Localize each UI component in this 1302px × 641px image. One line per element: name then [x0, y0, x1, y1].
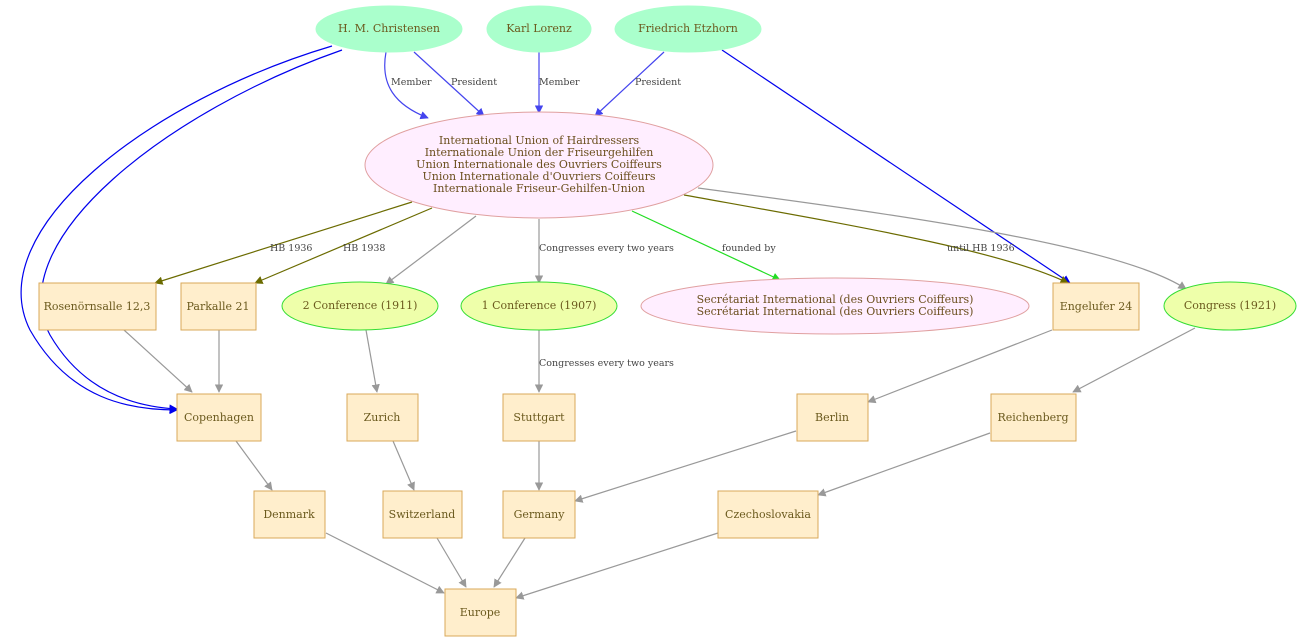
edge-label-hb1938: HB 1938	[343, 243, 385, 254]
place-node-czechoslovakia[interactable]: Czechoslovakia	[717, 490, 819, 539]
edge-christensen-org-president	[413, 51, 485, 117]
edge-copenhagen-denmark	[235, 440, 273, 491]
edge-czechoslovakia-europe	[515, 532, 719, 600]
org-name-5: Internationale Friseur-Gehilfen-Union	[433, 182, 645, 195]
edge-label-until-hb1936: until HB 1936	[947, 243, 1015, 254]
edge-org-rosenornsalle	[154, 201, 413, 285]
place-node-copenhagen[interactable]: Copenhagen	[176, 393, 262, 442]
edge-org-secretariat	[631, 210, 781, 281]
place-node-switzerland[interactable]: Switzerland	[382, 490, 463, 539]
event-label-conf2: 2 Conference (1911)	[303, 299, 418, 312]
edge-org-engelufer	[683, 194, 1069, 284]
person-label-christensen: H. M. Christensen	[338, 22, 440, 35]
edge-label-congresses-2: Congresses every two years	[539, 358, 674, 369]
place-label-parkalle: Parkalle 21	[187, 300, 250, 313]
place-node-stuttgart[interactable]: Stuttgart	[502, 393, 576, 442]
secretariat-name-2: Secrétariat International (des Ouvriers …	[697, 305, 974, 318]
place-label-switzerland: Switzerland	[389, 508, 456, 521]
edge-etzhorn-org-president	[594, 51, 665, 117]
place-node-parkalle[interactable]: Parkalle 21	[180, 282, 257, 331]
event-label-congress: Congress (1921)	[1184, 299, 1276, 312]
edge-christensen-org-member	[384, 51, 429, 120]
org-name-4: Union Internationale d'Ouvriers Coiffeur…	[422, 170, 655, 183]
edge-rosenornsalle-copenhagen	[123, 329, 193, 393]
edge-zurich-switzerland	[392, 440, 415, 491]
edges	[20, 45, 1196, 600]
edge-label-congresses-1: Congresses every two years	[539, 243, 674, 254]
place-node-berlin[interactable]: Berlin	[796, 393, 869, 442]
place-node-engelufer[interactable]: Engelufer 24	[1052, 282, 1140, 331]
edge-org-congress	[697, 187, 1187, 290]
edge-label-etzhorn-president: President	[635, 77, 681, 88]
place-node-europe[interactable]: Europe	[444, 588, 517, 637]
edge-label-christensen-member: Member	[391, 77, 432, 88]
person-node-lorenz[interactable]: Karl Lorenz	[486, 5, 592, 53]
place-label-berlin: Berlin	[815, 411, 849, 424]
event-label-conf1: 1 Conference (1907)	[482, 299, 597, 312]
edge-switzerland-europe	[436, 537, 467, 588]
org-name-1: International Union of Hairdressers	[439, 134, 640, 147]
secretariat-name-1: Secrétariat International (des Ouvriers …	[697, 293, 974, 306]
person-label-lorenz: Karl Lorenz	[506, 22, 572, 35]
person-node-etzhorn[interactable]: Friedrich Etzhorn	[614, 5, 762, 53]
place-node-denmark[interactable]: Denmark	[253, 490, 326, 539]
place-label-denmark: Denmark	[263, 508, 315, 521]
place-node-zurich[interactable]: Zurich	[346, 393, 419, 442]
place-node-rosenornsalle[interactable]: Rosenörnsalle 12,3	[38, 282, 157, 331]
edge-engelufer-berlin	[867, 329, 1053, 404]
edge-label-christensen-president: President	[451, 77, 497, 88]
place-label-stuttgart: Stuttgart	[513, 411, 565, 424]
organization-node[interactable]: International Union of Hairdressers Inte…	[364, 111, 714, 219]
org-name-2: Internationale Union der Friseurgehilfen	[425, 146, 654, 159]
place-label-engelufer: Engelufer 24	[1060, 300, 1133, 313]
person-node-christensen[interactable]: H. M. Christensen	[315, 5, 463, 53]
edge-congress-reichenberg	[1072, 327, 1196, 393]
place-label-europe: Europe	[460, 606, 501, 619]
place-label-reichenberg: Reichenberg	[997, 411, 1068, 424]
edge-org-conf2	[385, 215, 477, 285]
event-node-conf2[interactable]: 2 Conference (1911)	[281, 281, 439, 331]
place-node-germany[interactable]: Germany	[502, 490, 576, 539]
place-label-germany: Germany	[514, 508, 566, 521]
place-label-rosenornsalle: Rosenörnsalle 12,3	[44, 300, 151, 313]
edge-denmark-europe	[325, 532, 445, 594]
edge-label-founded-by: founded by	[722, 243, 776, 254]
edge-berlin-germany	[574, 430, 797, 503]
edge-germany-europe	[493, 537, 526, 588]
edge-label-lorenz-member: Member	[539, 77, 580, 88]
edge-christensen-copenhagen-1	[20, 45, 333, 415]
secretariat-node[interactable]: Secrétariat International (des Ouvriers …	[640, 277, 1030, 335]
edge-reichenberg-czechoslovakia	[817, 432, 991, 497]
event-node-conf1[interactable]: 1 Conference (1907)	[460, 281, 618, 331]
edge-etzhorn-engelufer	[721, 49, 1071, 284]
place-label-copenhagen: Copenhagen	[184, 411, 254, 424]
edge-labels: Member President Member President HB 193…	[270, 77, 1015, 369]
org-name-3: Union Internationale des Ouvriers Coiffe…	[416, 158, 662, 171]
place-label-czechoslovakia: Czechoslovakia	[725, 508, 811, 521]
edge-label-hb1936: HB 1936	[270, 243, 312, 254]
event-node-congress[interactable]: Congress (1921)	[1163, 281, 1297, 331]
place-label-zurich: Zurich	[364, 411, 401, 424]
person-label-etzhorn: Friedrich Etzhorn	[638, 22, 738, 35]
place-node-reichenberg[interactable]: Reichenberg	[990, 393, 1077, 442]
edge-org-parkalle	[254, 207, 433, 284]
edge-conf2-zurich	[365, 329, 380, 393]
